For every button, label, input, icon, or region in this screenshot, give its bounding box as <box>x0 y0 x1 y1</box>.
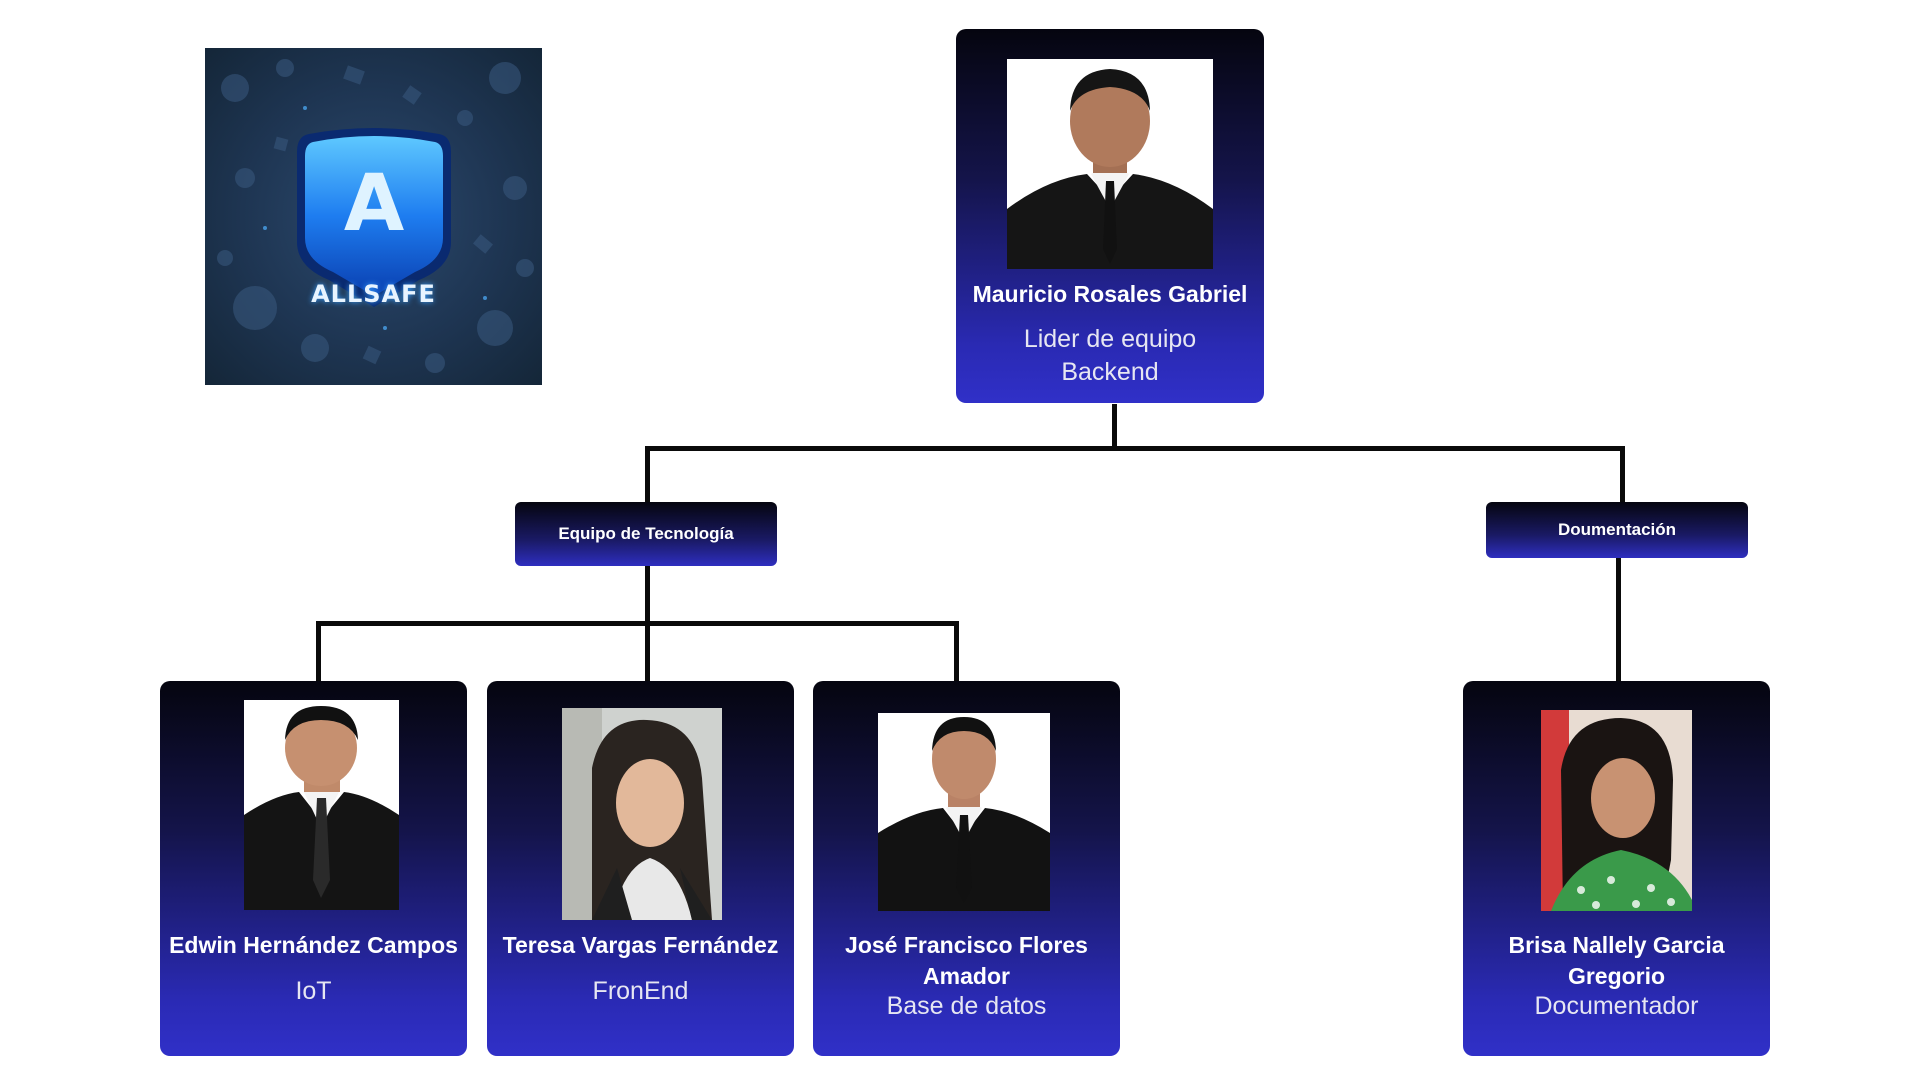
connector-top-horizontal <box>645 446 1625 451</box>
connector-to-tech <box>645 446 650 504</box>
connector-to-jose <box>954 621 959 683</box>
leader-role-line1: Lider de equipo <box>1023 325 1197 353</box>
person-portrait-icon <box>562 708 722 920</box>
member-role-edwin: IoT <box>295 977 332 1005</box>
shield-icon: A <box>296 127 451 307</box>
connector-to-doc <box>1620 446 1625 502</box>
member-role-brisa: Documentador <box>1534 992 1699 1020</box>
connector-doc-down <box>1616 558 1621 683</box>
member-photo-brisa <box>1541 710 1692 911</box>
member-name-jose-line2: Amador <box>923 963 1010 989</box>
member-name-brisa-line2: Gregorio <box>1567 963 1666 989</box>
person-portrait-icon <box>878 713 1050 911</box>
leader-role-line2: Backend <box>1061 358 1159 386</box>
leader-name: Mauricio Rosales Gabriel <box>972 281 1248 307</box>
member-name-jose-line1: José Francisco Flores <box>845 932 1088 958</box>
member-card-jose: José Francisco Flores Amador Base de dat… <box>813 681 1120 1056</box>
member-role-jose: Base de datos <box>886 992 1047 1020</box>
leader-card: Mauricio Rosales Gabriel Lider de equipo… <box>956 29 1264 403</box>
group-tecnologia: Equipo de Tecnología <box>515 502 777 566</box>
connector-to-edwin <box>316 621 321 683</box>
member-card-brisa: Brisa Nallely Garcia Gregorio Documentad… <box>1463 681 1770 1056</box>
member-card-edwin: Edwin Hernández Campos IoT <box>160 681 467 1056</box>
logo-wordmark: ALLSAFE <box>311 280 436 308</box>
leader-photo <box>1007 59 1213 269</box>
logo-letter: A <box>343 159 403 249</box>
member-photo-teresa <box>562 708 722 920</box>
connector-leader-down <box>1112 404 1117 449</box>
member-role-teresa: FronEnd <box>592 977 689 1005</box>
person-portrait-icon <box>244 700 399 910</box>
allsafe-logo: A ALLSAFE <box>205 48 542 385</box>
member-card-teresa: Teresa Vargas Fernández FronEnd <box>487 681 794 1056</box>
logo-background-pattern <box>217 59 534 373</box>
member-name-edwin: Edwin Hernández Campos <box>169 932 458 958</box>
connector-bottom-horizontal <box>316 621 959 626</box>
member-name-brisa-line1: Brisa Nallely Garcia <box>1508 932 1725 958</box>
person-portrait-icon <box>1007 59 1213 269</box>
group-documentacion: Doumentación <box>1486 502 1748 558</box>
member-name-teresa: Teresa Vargas Fernández <box>502 932 779 958</box>
member-photo-edwin <box>244 700 399 910</box>
person-portrait-icon <box>1541 710 1692 911</box>
member-photo-jose <box>878 713 1050 911</box>
